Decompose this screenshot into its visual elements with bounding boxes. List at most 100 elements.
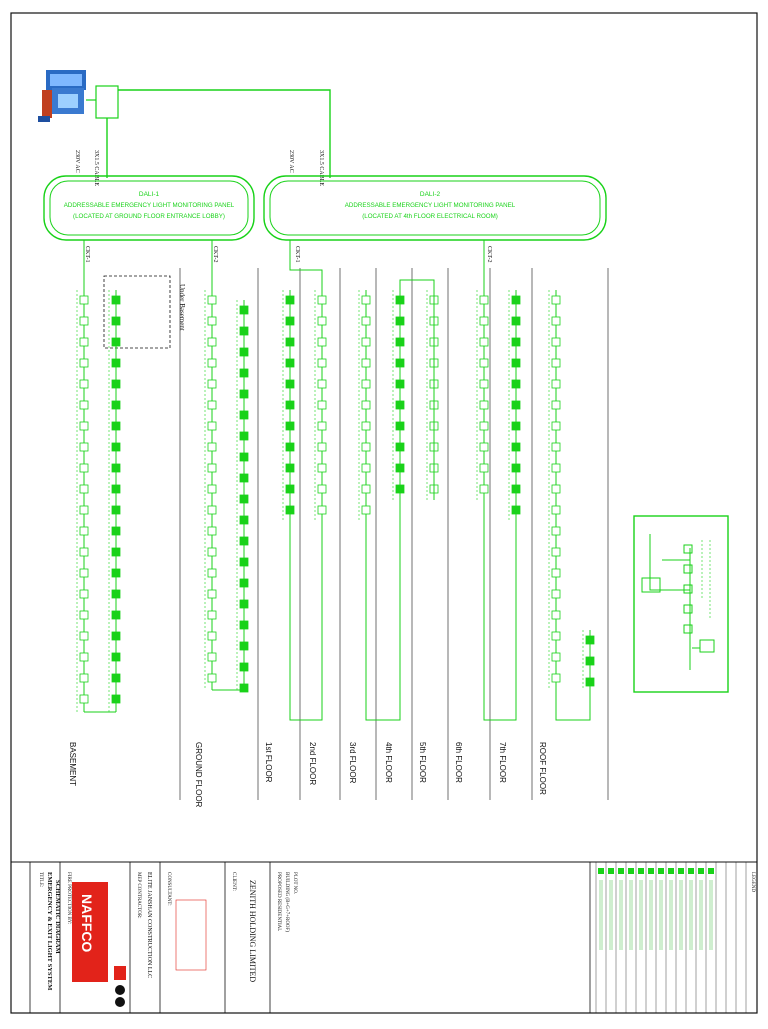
- emergency-light-fitting: [79, 463, 89, 473]
- floor-label: BASEMENT: [68, 742, 77, 786]
- dali-1-cable-label: 3X1.5 CABLE: [93, 150, 99, 186]
- emergency-light-fitting: [239, 410, 249, 420]
- emergency-light-fitting: [207, 652, 217, 662]
- emergency-light-fitting: [317, 463, 327, 473]
- emergency-light-fitting: [111, 652, 121, 662]
- emergency-light-fitting: [79, 631, 89, 641]
- emergency-light-fitting: [361, 358, 371, 368]
- panel-dali-1[interactable]: DALI-1 ADDRESSABLE EMERGENCY LIGHT MONIT…: [43, 175, 255, 241]
- title-line-1: EMERGENCY & EXIT LIGHT SYSTEM: [46, 872, 53, 990]
- emergency-light-fitting: [207, 379, 217, 389]
- floor-label: 5th FLOOR: [418, 742, 427, 783]
- emergency-light-fitting: [361, 442, 371, 452]
- emergency-light-fitting: [79, 673, 89, 683]
- emergency-light-fitting: [207, 442, 217, 452]
- emergency-light-fitting: [511, 421, 521, 431]
- emergency-light-fitting: [239, 536, 249, 546]
- emergency-light-fitting: [361, 337, 371, 347]
- emergency-light-fitting: [551, 337, 561, 347]
- emergency-light-fitting: [511, 337, 521, 347]
- emergency-light-fitting: [79, 568, 89, 578]
- floor-label: ROOF FLOOR: [538, 742, 547, 795]
- emergency-light-fitting: [395, 463, 405, 473]
- legend-symbol: [648, 868, 654, 874]
- emergency-light-fitting: [239, 641, 249, 651]
- dali-2-supply-label: 230V AC: [288, 150, 294, 173]
- emergency-light-fitting: [551, 505, 561, 515]
- emergency-light-fitting: [511, 442, 521, 452]
- emergency-light-fitting: [207, 589, 217, 599]
- emergency-light-fitting: [207, 400, 217, 410]
- emergency-light-fitting: [479, 358, 489, 368]
- emergency-light-fitting: [551, 631, 561, 641]
- legend-description: [689, 880, 693, 950]
- legend-description: [609, 880, 613, 950]
- client-name: ZENITH HOLDING LIMITED: [248, 880, 257, 982]
- legend-description: [699, 880, 703, 950]
- naffco-logo: NAFFCO: [72, 882, 126, 1007]
- floor-separators: [179, 268, 609, 800]
- emergency-light-fitting: [239, 368, 249, 378]
- emergency-light-fitting: [239, 599, 249, 609]
- floor-label: 3rd FLOOR: [348, 742, 357, 784]
- emergency-light-fitting: [317, 505, 327, 515]
- emergency-light-fitting: [395, 484, 405, 494]
- legend-symbol: [708, 868, 714, 874]
- emergency-light-fitting: [111, 610, 121, 620]
- emergency-light-fitting: [207, 610, 217, 620]
- supply-line-dali-2: [118, 89, 331, 178]
- dali-2-title: ADDRESSABLE EMERGENCY LIGHT MONITORING P…: [345, 202, 516, 209]
- emergency-light-fitting: [511, 358, 521, 368]
- emergency-light-fitting: [479, 400, 489, 410]
- emergency-light-fitting: [361, 316, 371, 326]
- emergency-light-fitting: [395, 442, 405, 452]
- emergency-light-fitting: [551, 442, 561, 452]
- emergency-light-fitting: [361, 421, 371, 431]
- emergency-light-fitting: [317, 316, 327, 326]
- legend-table: LEGEND: [595, 862, 755, 1013]
- panel-dali-2[interactable]: DALI-2 ADDRESSABLE EMERGENCY LIGHT MONIT…: [263, 175, 607, 241]
- emergency-light-fitting: [111, 358, 121, 368]
- emergency-light-fitting: [395, 316, 405, 326]
- emergency-light-fitting: [79, 547, 89, 557]
- emergency-light-fitting: [239, 494, 249, 504]
- emergency-light-fitting: [479, 463, 489, 473]
- under-basement-group: Under Basement: [103, 275, 186, 349]
- emergency-light-fitting: [285, 337, 295, 347]
- emergency-light-fitting: [551, 421, 561, 431]
- legend-symbol: [688, 868, 694, 874]
- emergency-light-fitting: [511, 505, 521, 515]
- emergency-light-fitting: [285, 316, 295, 326]
- dali-2-cable-label: 3X1.5 CABLE: [318, 150, 324, 186]
- emergency-light-fitting: [207, 484, 217, 494]
- emergency-light-fitting: [317, 337, 327, 347]
- emergency-light-fitting: [551, 358, 561, 368]
- emergency-light-fitting: [111, 442, 121, 452]
- emergency-light-fitting: [317, 421, 327, 431]
- emergency-light-fitting: [79, 316, 89, 326]
- emergency-light-fitting: [239, 662, 249, 672]
- emergency-light-fitting: [585, 656, 595, 666]
- emergency-light-fitting: [361, 484, 371, 494]
- legend-description: [619, 880, 623, 950]
- project-line-1: PROPOSED RESIDENTIAL: [276, 872, 281, 931]
- emergency-light-fitting: [551, 547, 561, 557]
- emergency-light-fitting: [395, 421, 405, 431]
- dali-1-name: DALI-1: [139, 191, 160, 198]
- emergency-light-fitting: [395, 400, 405, 410]
- emergency-light-fitting: [207, 547, 217, 557]
- emergency-light-fitting: [79, 400, 89, 410]
- typical-detail-inset: [633, 515, 729, 693]
- emergency-light-fitting: [317, 484, 327, 494]
- emergency-light-fitting: [239, 557, 249, 567]
- emergency-light-fitting: [317, 358, 327, 368]
- emergency-light-fitting: [239, 473, 249, 483]
- titleblock: TITLE: EMERGENCY & EXIT LIGHT SYSTEM SCH…: [29, 862, 755, 1013]
- emergency-light-fitting: [361, 379, 371, 389]
- feeder-cable: [365, 500, 401, 721]
- legend-symbol: [668, 868, 674, 874]
- emergency-light-fitting: [395, 379, 405, 389]
- feeder-cable: [289, 520, 323, 721]
- emergency-light-fitting: [239, 452, 249, 462]
- emergency-light-fitting: [285, 505, 295, 515]
